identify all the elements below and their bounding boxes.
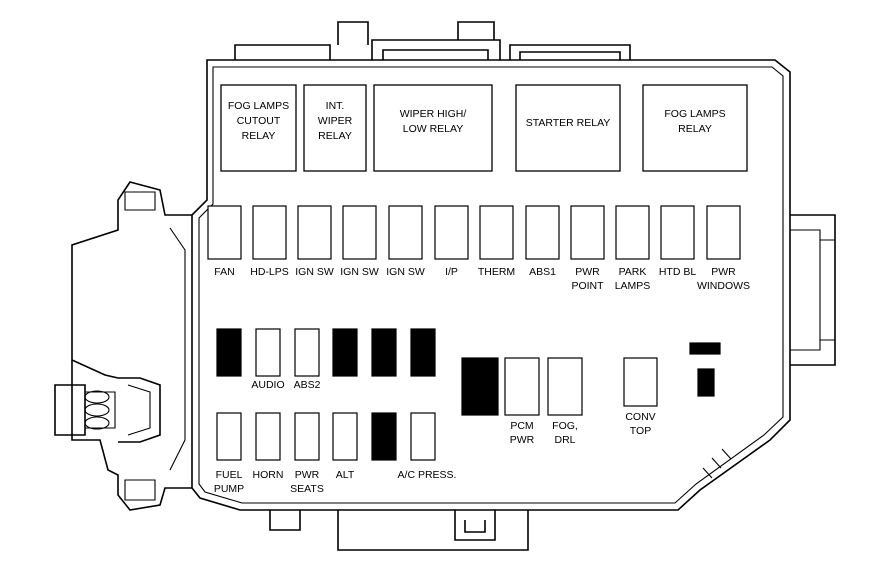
small-fuse-filled xyxy=(689,342,721,355)
fuse-label: DRL xyxy=(554,434,575,446)
fuse-slot xyxy=(615,205,650,260)
relays-group: FOG LAMPS CUTOUT RELAY INT. WIPER RELAY WIPER … xyxy=(220,84,748,172)
large-fuse-filled xyxy=(461,357,499,416)
relay-label: CUTOUT xyxy=(237,115,281,127)
fuse-slot xyxy=(525,205,560,260)
fuse-slot xyxy=(255,328,281,377)
fuse-slot xyxy=(252,205,287,260)
fuse-label: ABS1 xyxy=(529,266,556,278)
fuse-label: PWR xyxy=(295,469,320,481)
fuse-slot xyxy=(255,412,281,461)
relay-label: STARTER RELAY xyxy=(526,117,611,129)
fuse-label: FAN xyxy=(214,266,234,278)
relay-box xyxy=(220,84,297,172)
fuse-slot xyxy=(342,205,377,260)
fuse-label: IGN SW xyxy=(295,266,334,278)
fuse-slot-filled xyxy=(216,328,242,377)
fuse-label: IGN SW xyxy=(386,266,425,278)
relay-label: WIPER HIGH/ xyxy=(400,108,467,120)
fuse-label: PARK xyxy=(619,266,647,278)
fuse-label: A/C PRESS. xyxy=(398,469,457,481)
relay-box xyxy=(373,84,493,172)
small-fuse-filled xyxy=(697,368,715,397)
fuse-label: PCM xyxy=(510,420,533,432)
relay-label: RELAY xyxy=(678,123,712,135)
fuse-label: HD-LPS xyxy=(250,266,289,278)
fuse-slot-filled xyxy=(332,328,358,377)
fuse-label: TOP xyxy=(630,425,651,437)
fuse-label: PWR xyxy=(510,434,535,446)
relay-box xyxy=(642,84,748,172)
fuse-slot xyxy=(706,205,741,260)
fuse-slot xyxy=(297,205,332,260)
fuse-slot xyxy=(332,412,358,461)
fuse-slot xyxy=(479,205,514,260)
relay-label: LOW RELAY xyxy=(403,123,464,135)
relay-label: FOG LAMPS xyxy=(228,100,289,112)
bottom-fuses-row: FUEL PUMP HORN PWR SEATS ALT A/C PRESS. xyxy=(214,412,457,495)
relay-label: RELAY xyxy=(318,130,352,142)
large-fuse xyxy=(623,357,658,407)
fuse-slot xyxy=(294,412,320,461)
fuse-label: ABS2 xyxy=(294,379,321,391)
fuse-slot xyxy=(294,328,320,377)
relay-label: INT. xyxy=(326,100,345,112)
relay-box xyxy=(515,84,621,172)
fuse-box-housing xyxy=(54,21,836,551)
fuse-slot xyxy=(388,205,423,260)
fuse-label: FOG, xyxy=(552,420,578,432)
fuse-label: THERM xyxy=(478,266,515,278)
fuse-slot-filled xyxy=(371,412,397,461)
fuse-slot xyxy=(207,205,242,260)
fuse-label: PUMP xyxy=(214,483,244,495)
fuse-label: FUEL xyxy=(216,469,243,481)
fuse-label: CONV xyxy=(625,411,655,423)
fuse-label: HORN xyxy=(253,469,284,481)
fuse-label: WINDOWS xyxy=(697,280,750,292)
relay-label: RELAY xyxy=(242,130,276,142)
fuse-label: POINT xyxy=(571,280,604,292)
large-fuse xyxy=(547,357,583,416)
fuse-label: PWR xyxy=(711,266,736,278)
fuse-label: SEATS xyxy=(290,483,324,495)
fuse-slot xyxy=(434,205,469,260)
small-fuse-marks xyxy=(689,342,721,397)
fuse-label: IGN SW xyxy=(340,266,379,278)
large-fuse xyxy=(504,357,540,416)
fuse-label: HTD BL xyxy=(659,266,697,278)
fuse-slot xyxy=(216,412,242,461)
fuse-slot-filled xyxy=(410,328,436,377)
fuse-label: LAMPS xyxy=(615,280,651,292)
fuse-label: PWR xyxy=(575,266,600,278)
fuse-slot xyxy=(410,412,436,461)
fuse-slot xyxy=(570,205,605,260)
fuse-slot xyxy=(660,205,695,260)
middle-fuses-row: AUDIO ABS2 xyxy=(216,328,436,391)
fuse-label: AUDIO xyxy=(251,379,284,391)
relay-box xyxy=(303,84,367,172)
relay-label: WIPER xyxy=(318,115,353,127)
large-fuses-group: PCM PWR FOG, DRL CONV TOP xyxy=(461,357,658,446)
relay-label: FOG LAMPS xyxy=(664,108,725,120)
fuse-label: ALT xyxy=(336,469,355,481)
fuse-slot-filled xyxy=(371,328,397,377)
fuse-label: I/P xyxy=(445,266,458,278)
